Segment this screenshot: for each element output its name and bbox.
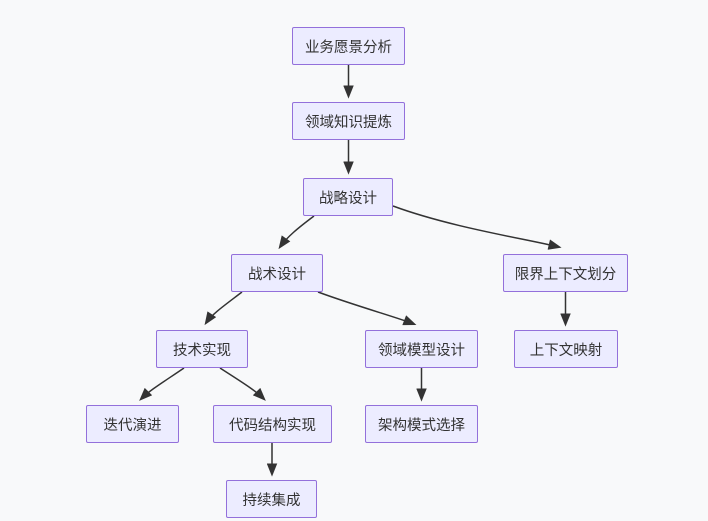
edge-strategic-design-to-tactical-design [278,215,315,250]
node-strategic-design: 战略设计 [303,178,393,216]
node-continuous-integration: 持续集成 [226,480,317,518]
edge-tactical-design-to-domain-model-design [317,291,417,326]
node-tactical-design: 战术设计 [231,254,323,292]
node-bounded-context-division: 限界上下文划分 [503,254,628,292]
node-context-mapping: 上下文映射 [514,330,618,368]
edge-tactical-design-to-technical-implementation [204,291,243,326]
edge-technical-implementation-to-code-structure [219,367,266,401]
node-business-vision-analysis: 业务愿景分析 [292,27,405,65]
node-technical-implementation: 技术实现 [156,330,248,368]
edge-technical-implementation-to-iterative-evolution [139,367,185,401]
node-domain-knowledge-extraction: 领域知识提炼 [292,102,405,140]
edge-strategic-design-to-bounded-context-division [392,205,562,250]
node-architecture-pattern-selection: 架构模式选择 [365,405,478,443]
node-code-structure-implementation: 代码结构实现 [213,405,332,443]
node-iterative-evolution: 迭代演进 [86,405,179,443]
node-domain-model-design: 领域模型设计 [365,330,478,368]
